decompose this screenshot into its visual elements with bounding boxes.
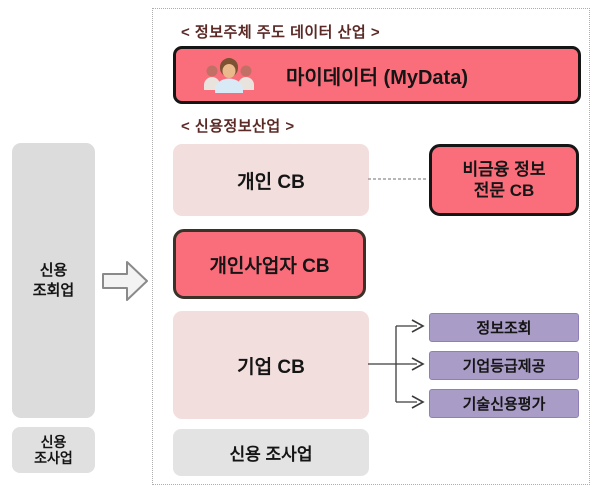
service-info-inquiry-box: 정보조회	[429, 313, 579, 342]
nonfinancial-cb-box: 비금융 정보 전문 CB	[429, 144, 579, 216]
credit-investigation-left-line2: 조사업	[34, 450, 73, 466]
service-corporate-rating-box: 기업등급제공	[429, 351, 579, 380]
credit-info-industry-header: < 신용정보산업 >	[181, 118, 295, 135]
sole-proprietor-cb-box: 개인사업자 CB	[173, 229, 366, 299]
credit-inquiry-box: 신용 조회업	[12, 143, 95, 418]
data-industry-header: < 정보주체 주도 데이터 산업 >	[181, 24, 381, 41]
corporate-cb-box: 기업 CB	[173, 311, 369, 419]
right-block-arrow-icon	[102, 261, 148, 301]
credit-investigation-left-line1: 신용	[40, 433, 67, 450]
industry-diagram-container: < 정보주체 주도 데이터 산업 > 마이데이터 (MyData) < 신용정보…	[152, 8, 590, 485]
service-tech-credit-eval-box: 기술신용평가	[429, 389, 579, 418]
mydata-label: 마이데이터 (MyData)	[285, 66, 468, 89]
nonfinancial-cb-line1: 비금융 정보	[462, 159, 546, 179]
nonfinancial-cb-line2: 전문 CB	[473, 181, 535, 200]
mydata-box: 마이데이터 (MyData)	[173, 46, 581, 104]
credit-investigation-left-box: 신용 조사업	[12, 427, 95, 473]
credit-inquiry-label-line1: 신용	[39, 262, 68, 279]
credit-inquiry-label-line2: 조회업	[32, 281, 75, 299]
credit-investigation-main-box: 신용 조사업	[173, 429, 369, 476]
people-group-icon	[202, 56, 256, 106]
personal-cb-box: 개인 CB	[173, 144, 369, 216]
